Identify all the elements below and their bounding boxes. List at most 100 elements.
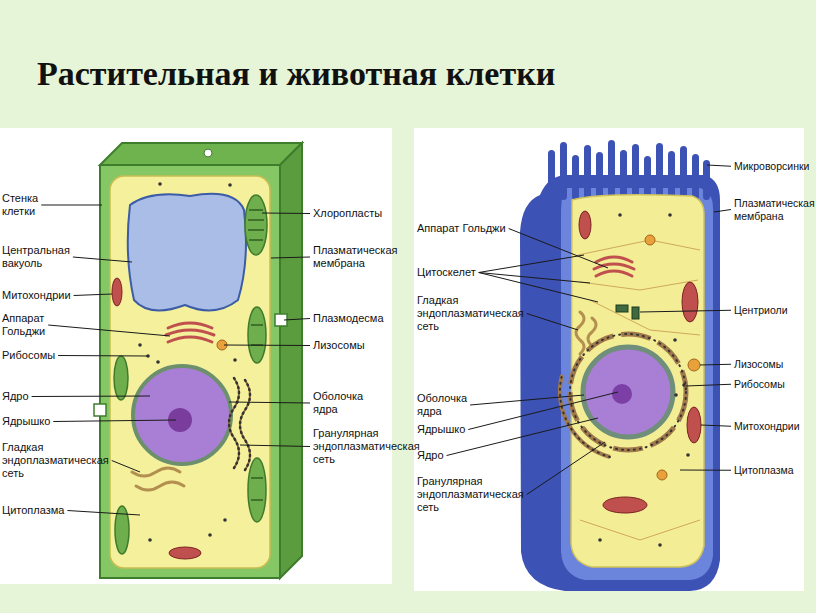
ribosome bbox=[673, 338, 677, 342]
ribosome bbox=[598, 538, 602, 542]
leader-line bbox=[527, 442, 605, 495]
microvilli bbox=[584, 145, 591, 200]
plant-nucleus bbox=[133, 366, 231, 464]
microvilli bbox=[656, 143, 663, 200]
central-vacuole bbox=[128, 194, 246, 311]
smooth-er bbox=[576, 312, 584, 354]
leader-line bbox=[470, 395, 584, 405]
golgi bbox=[596, 257, 632, 262]
leader-line bbox=[527, 314, 578, 331]
microvilli bbox=[548, 140, 710, 200]
leader-line bbox=[53, 420, 176, 422]
plant-cell-wall bbox=[100, 143, 302, 165]
leader-line bbox=[700, 364, 731, 366]
part-label: Ядро bbox=[417, 449, 444, 462]
part-label: Аппарат Гольджи bbox=[2, 312, 62, 338]
part-label: Ядро bbox=[2, 390, 29, 403]
leader-line bbox=[479, 273, 590, 284]
leader-line bbox=[229, 402, 310, 403]
leader-line bbox=[32, 396, 150, 398]
part-label: Плазматическая мембрана bbox=[734, 197, 814, 222]
leader-line bbox=[240, 445, 310, 447]
plasmodesma bbox=[94, 404, 106, 416]
leader-line bbox=[479, 255, 584, 273]
lysosome bbox=[688, 359, 700, 371]
part-label: Хлоропласты bbox=[313, 207, 382, 220]
ribosome bbox=[138, 182, 237, 542]
smooth-er bbox=[132, 468, 184, 490]
ribosome bbox=[598, 213, 690, 547]
leader-line bbox=[468, 392, 618, 430]
microvilli bbox=[548, 150, 555, 200]
microvilli bbox=[632, 144, 639, 200]
lysosome bbox=[645, 235, 655, 245]
part-label: Рибосомы bbox=[734, 378, 785, 391]
cytoskeleton bbox=[580, 280, 698, 290]
golgi bbox=[168, 323, 212, 328]
part-label: Оболочка ядра bbox=[313, 390, 383, 416]
leader-line bbox=[48, 325, 170, 336]
part-label: Митохондрии bbox=[734, 420, 800, 433]
ribosome bbox=[156, 360, 160, 364]
leader-line bbox=[73, 257, 132, 262]
microvilli bbox=[620, 150, 627, 200]
plant-cell-wall bbox=[100, 143, 302, 578]
mitochondrion bbox=[112, 278, 122, 306]
golgi bbox=[594, 257, 634, 276]
chloroplast bbox=[114, 356, 128, 400]
lysosome bbox=[657, 470, 667, 480]
granular-er bbox=[240, 380, 250, 470]
part-label: Стенка клетки bbox=[2, 192, 50, 218]
centriole bbox=[632, 307, 639, 319]
ribosome bbox=[208, 533, 212, 537]
chloroplast bbox=[245, 195, 267, 255]
cytoskeleton bbox=[580, 520, 700, 540]
golgi bbox=[168, 337, 212, 342]
mitochondrion bbox=[603, 497, 647, 513]
chloroplast bbox=[248, 458, 266, 522]
leader-line bbox=[262, 213, 310, 215]
granular-er bbox=[229, 378, 239, 468]
part-label: Микроворсинки bbox=[734, 160, 809, 173]
part-label: Аппарат Гольджи bbox=[417, 222, 506, 235]
leader-line bbox=[67, 511, 140, 516]
title: Растительная и животная клетки bbox=[37, 55, 555, 93]
leader-line bbox=[509, 229, 608, 269]
chloroplast-grana bbox=[251, 499, 263, 501]
golgi bbox=[166, 330, 214, 335]
leader-line bbox=[58, 355, 148, 357]
granular-er bbox=[229, 378, 250, 470]
part-label: Плазмодесма bbox=[313, 312, 384, 325]
granular-er bbox=[570, 334, 686, 450]
part-label: Гладкая эндоплазматическая сеть bbox=[2, 441, 100, 480]
leader-line bbox=[224, 345, 310, 347]
microvilli bbox=[668, 151, 675, 200]
part-label: Митохондрии bbox=[2, 289, 71, 302]
mitochondrion bbox=[682, 282, 698, 322]
ribosome bbox=[618, 213, 622, 217]
chloroplast bbox=[248, 307, 266, 363]
mitochondrion bbox=[579, 211, 701, 513]
part-label: Плазматическая мембрана bbox=[313, 244, 399, 270]
leader-line bbox=[74, 294, 112, 296]
ribosome bbox=[658, 543, 662, 547]
central-vacuole bbox=[128, 194, 246, 311]
golgi bbox=[596, 271, 632, 276]
smooth-er bbox=[136, 482, 184, 490]
part-label: Центральная вакуоль bbox=[2, 244, 74, 270]
plant-cytoplasm bbox=[110, 176, 270, 568]
microvilli bbox=[644, 156, 651, 200]
golgi bbox=[166, 323, 214, 342]
plant-cell-wall bbox=[100, 165, 280, 578]
centriole bbox=[616, 305, 639, 319]
microvilli bbox=[703, 160, 710, 200]
ribosome bbox=[674, 393, 678, 397]
ribosome bbox=[158, 182, 162, 186]
part-label: Лизосомы bbox=[313, 339, 365, 352]
ribosome bbox=[682, 383, 686, 387]
chloroplast-grana bbox=[248, 229, 264, 231]
part-label: Оболочка ядра bbox=[417, 392, 487, 418]
part-label: Гладкая эндоплазматическая сеть bbox=[417, 294, 514, 333]
